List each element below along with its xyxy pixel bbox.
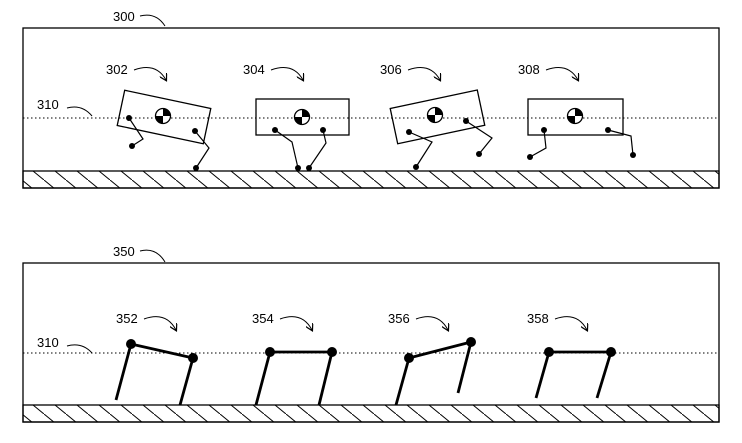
top-panel-frame xyxy=(22,27,720,189)
label-352: 352 xyxy=(116,311,138,326)
leg-302-b xyxy=(194,130,210,169)
pose-302: 302 xyxy=(106,62,212,171)
label-310-top: 310 xyxy=(37,97,59,112)
leg-358-a xyxy=(534,351,551,399)
bottom-ground-hatch xyxy=(22,404,720,423)
label-302: 302 xyxy=(106,62,128,77)
leg-352-a xyxy=(114,343,133,401)
pose-306: 306 xyxy=(380,62,493,170)
pose-352: 352 xyxy=(114,311,198,406)
leg-308-b xyxy=(607,129,634,156)
leg-302-a xyxy=(128,117,144,147)
leg-308-a xyxy=(529,129,547,158)
label-350: 350 xyxy=(113,244,135,259)
body-306 xyxy=(389,89,486,145)
leg-352-b xyxy=(178,357,195,406)
leg-356-b xyxy=(456,341,473,394)
leg-304-b xyxy=(308,129,327,169)
arrow-302 xyxy=(133,67,166,80)
leg-354-b xyxy=(317,351,334,406)
label-358: 358 xyxy=(527,311,549,326)
top-panel: 300 310 302 304 xyxy=(22,9,720,189)
cg-icon-308 xyxy=(566,107,584,125)
arrow-304 xyxy=(270,67,303,80)
pose-356: 356 xyxy=(388,311,476,406)
leg-358-b xyxy=(595,351,613,399)
cg-icon-302 xyxy=(154,107,172,125)
leader-310-top xyxy=(66,106,93,117)
body-356 xyxy=(408,340,472,360)
leg-304-a xyxy=(274,129,299,169)
cg-icon-306 xyxy=(426,106,444,124)
label-304: 304 xyxy=(243,62,265,77)
label-300: 300 xyxy=(113,9,135,24)
leader-350 xyxy=(139,249,166,263)
label-310-bottom: 310 xyxy=(37,335,59,350)
label-356: 356 xyxy=(388,311,410,326)
arrow-352 xyxy=(143,316,176,330)
body-304 xyxy=(255,98,350,136)
pose-354: 354 xyxy=(252,311,337,406)
top-ground-hatch xyxy=(22,170,720,189)
pose-308: 308 xyxy=(518,62,636,160)
body-352 xyxy=(130,342,194,360)
arrow-308 xyxy=(545,67,578,80)
bottom-panel: 350 310 352 354 356 xyxy=(22,244,720,423)
label-354: 354 xyxy=(252,311,274,326)
leg-354-a xyxy=(254,351,272,406)
pose-358: 358 xyxy=(527,311,616,399)
arrow-354 xyxy=(279,316,312,330)
leader-300 xyxy=(139,14,166,27)
arrow-358 xyxy=(554,316,587,330)
pose-304: 304 xyxy=(243,62,350,171)
leg-306-b xyxy=(465,120,493,155)
arrow-356 xyxy=(415,316,448,330)
leg-306-a xyxy=(408,131,433,168)
body-302 xyxy=(116,89,212,145)
arrow-306 xyxy=(407,67,440,80)
cg-icon-304 xyxy=(293,108,311,126)
leg-356-a xyxy=(394,357,411,406)
label-308: 308 xyxy=(518,62,540,77)
body-308 xyxy=(527,98,624,136)
leader-310-bottom xyxy=(66,344,93,354)
label-306: 306 xyxy=(380,62,402,77)
